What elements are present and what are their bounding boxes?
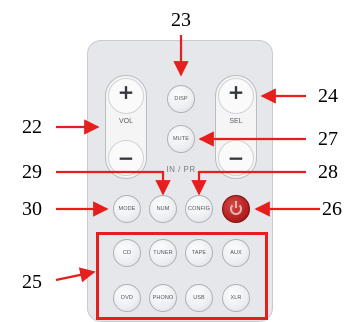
callout-25: 25 — [22, 271, 42, 293]
disp-button[interactable]: DISP — [167, 85, 195, 113]
sel-label: SEL — [229, 118, 243, 125]
callout-23: 23 — [171, 9, 191, 31]
tape-button[interactable]: TAPE — [185, 239, 213, 267]
in-pr-label: IN / PR — [166, 165, 196, 174]
callout-27: 27 — [318, 128, 338, 150]
sel-plus-glyph: + — [227, 80, 245, 104]
phono-button[interactable]: PHONO — [149, 284, 177, 312]
dvd-button[interactable]: DVD — [113, 284, 141, 312]
sel-minus-glyph: − — [227, 146, 245, 170]
callout-26: 26 — [322, 198, 342, 220]
mute-button[interactable]: MUTE — [167, 125, 195, 153]
num-button[interactable]: NUM — [149, 195, 177, 223]
arrow-29 — [56, 170, 171, 196]
usb-button[interactable]: USB — [185, 284, 213, 312]
cd-button[interactable]: CD — [113, 239, 141, 267]
sel-up-button[interactable] — [218, 78, 254, 114]
vol-minus-glyph: − — [117, 146, 135, 170]
callout-29: 29 — [22, 161, 42, 183]
power-button[interactable] — [222, 195, 250, 223]
power-icon — [230, 201, 242, 215]
source-buttons-highlight — [96, 232, 268, 320]
vol-up-button[interactable] — [108, 78, 144, 114]
callout-24: 24 — [318, 85, 338, 107]
arrow-25 — [55, 267, 96, 283]
sel-down-button[interactable] — [218, 140, 254, 176]
vol-down-button[interactable] — [108, 140, 144, 176]
vol-rocker: + VOL − — [105, 75, 147, 179]
vol-plus-glyph: + — [117, 80, 135, 104]
sel-rocker: + SEL − — [215, 75, 257, 179]
callout-30: 30 — [22, 198, 42, 220]
tuner-button[interactable]: TUNER — [149, 239, 177, 267]
vol-label: VOL — [118, 118, 133, 125]
aux-button[interactable]: AUX — [222, 239, 250, 267]
callout-22: 22 — [22, 116, 42, 138]
arrow-28 — [191, 170, 306, 196]
mode-button[interactable]: MODE — [113, 195, 141, 223]
callout-28: 28 — [318, 161, 338, 183]
xlr-button[interactable]: XLR — [222, 284, 250, 312]
